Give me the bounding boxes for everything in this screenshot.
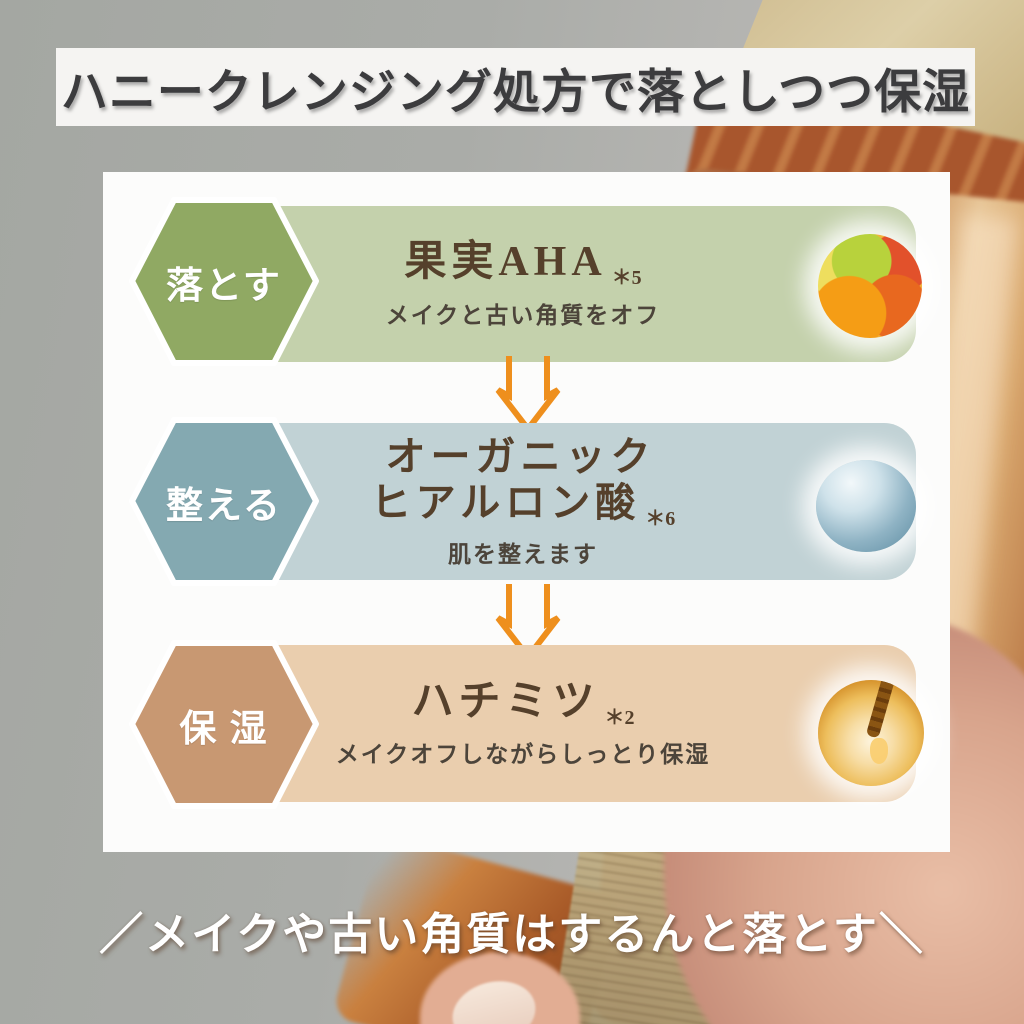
- step-label: 保 湿: [179, 708, 269, 750]
- footnote-marker: ＊2: [604, 706, 635, 729]
- footnote-marker: ＊5: [611, 267, 642, 290]
- step-label: 整える: [166, 485, 282, 527]
- ingredient-title-line1: オーガニック: [385, 434, 656, 479]
- ingredient-subtitle: メイクと古い角質をオフ: [385, 302, 661, 328]
- step-hexagon: 整える: [128, 415, 320, 588]
- ingredient-subtitle: 肌を整えます: [448, 542, 598, 567]
- honey-dipper-stick: [865, 680, 896, 739]
- flow-card: 落とす 果実AHA ＊5 メイクと古い角質をオフ 整える: [103, 172, 950, 852]
- step-hexagon: 保 湿: [128, 638, 320, 811]
- honey-drip: [870, 738, 888, 764]
- ingredient-title: ハチミツ: [411, 678, 600, 725]
- row-content: ハチミツ ＊2 メイクオフしながらしっとり保湿: [283, 645, 763, 802]
- row-bar: [240, 206, 916, 362]
- bottom-caption: ／メイクや古い角質はするんと落とす＼: [99, 910, 925, 959]
- down-arrow-icon: [495, 356, 561, 432]
- row-content: オーガニック ヒアルロン酸 ＊6 肌を整えます: [283, 423, 763, 580]
- honey-dipper-image: [818, 680, 924, 786]
- hyaluronic-gel-image: [816, 460, 916, 552]
- ingredient-title-line2: ヒアルロン酸: [370, 480, 641, 525]
- footnote-marker: ＊6: [645, 508, 676, 530]
- row-content: 果実AHA ＊5 メイクと古い角質をオフ: [283, 206, 763, 362]
- step-hexagon: 落とす: [128, 195, 320, 368]
- ingredient-subtitle: メイクオフしながらしっとり保湿: [335, 742, 711, 768]
- headline-banner: ハニークレンジング処方で落としつつ保湿: [56, 48, 975, 126]
- citrus-fruits-image: [818, 234, 922, 338]
- step-label: 落とす: [166, 265, 282, 307]
- ingredient-title: 果実AHA: [404, 239, 607, 286]
- row-bar: [240, 423, 916, 580]
- row-bar: [240, 645, 916, 802]
- headline-text: ハニークレンジング処方で落としつつ保湿: [60, 66, 971, 119]
